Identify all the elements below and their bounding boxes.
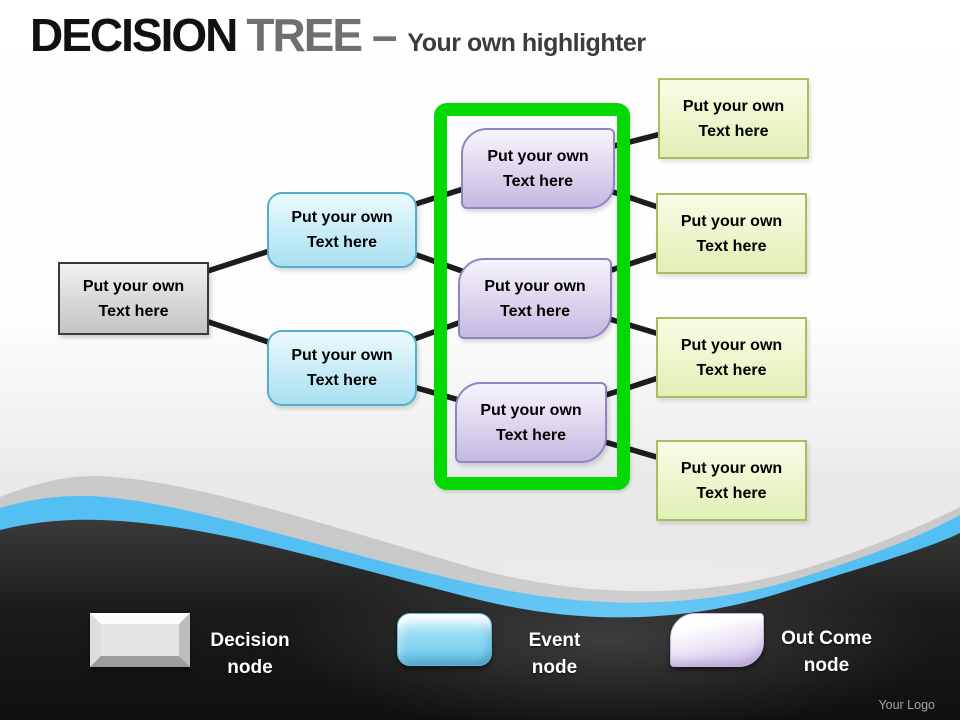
node-text-line: Put your own — [680, 212, 783, 230]
event-node-2[interactable]: Put your own Text here — [267, 330, 417, 406]
highlighter-frame[interactable] — [434, 103, 630, 490]
title-subtitle: Your own highlighter — [407, 29, 646, 57]
legend-text-line: Decision — [210, 630, 290, 651]
title-secondary: TREE – — [246, 9, 397, 61]
legend-text-line: node — [227, 657, 273, 678]
leaf-node-4[interactable]: Put your own Text here — [656, 440, 807, 521]
bottom-wave — [0, 476, 960, 720]
node-text-line: Put your own — [487, 147, 589, 165]
legend-label-outcome: Out Come node — [764, 625, 889, 679]
legend-text-line: node — [803, 655, 850, 676]
leaf-node-1[interactable]: Put your own Text here — [658, 78, 809, 159]
legend-text-line: Out Come — [781, 628, 872, 649]
outcome-node-2[interactable]: Put your own Text here — [458, 258, 612, 339]
node-text-line: Text here — [500, 302, 570, 320]
node-text-line: Text here — [696, 361, 767, 379]
node-text-line: Put your own — [291, 347, 393, 364]
legend-text-line: Event — [528, 630, 581, 651]
node-text-line: Text here — [307, 372, 377, 389]
legend-label-event: Event node — [497, 627, 612, 681]
node-text-line: Text here — [496, 426, 566, 444]
node-text-line: Text here — [696, 237, 767, 255]
node-text-line: Text here — [307, 234, 377, 251]
node-text-line: Put your own — [82, 277, 185, 295]
leaf-node-3[interactable]: Put your own Text here — [656, 317, 807, 398]
event-node-swatch — [397, 613, 492, 666]
node-text-line: Put your own — [291, 209, 393, 226]
outcome-node-3[interactable]: Put your own Text here — [455, 382, 607, 463]
node-text-line: Put your own — [484, 277, 586, 295]
decision-node-root[interactable]: Put your own Text here — [58, 262, 209, 335]
logo-placeholder: Your Logo — [878, 698, 935, 712]
decision-node-swatch — [90, 613, 190, 667]
legend-text-line: node — [531, 657, 578, 678]
node-text-line: Text here — [98, 302, 169, 320]
node-text-line: Put your own — [682, 97, 785, 115]
title-primary: DECISION — [30, 9, 238, 61]
node-text-line: Text here — [503, 172, 573, 190]
node-text-line: Text here — [696, 484, 767, 502]
leaf-node-2[interactable]: Put your own Text here — [656, 193, 807, 274]
node-text-line: Text here — [698, 122, 769, 140]
node-text-line: Put your own — [680, 459, 783, 477]
event-node-1[interactable]: Put your own Text here — [267, 192, 417, 268]
outcome-node-swatch — [670, 613, 764, 667]
legend-label-decision: Decision node — [190, 627, 310, 681]
node-text-line: Put your own — [680, 336, 783, 354]
node-text-line: Put your own — [480, 401, 582, 419]
outcome-node-1[interactable]: Put your own Text here — [461, 128, 615, 209]
